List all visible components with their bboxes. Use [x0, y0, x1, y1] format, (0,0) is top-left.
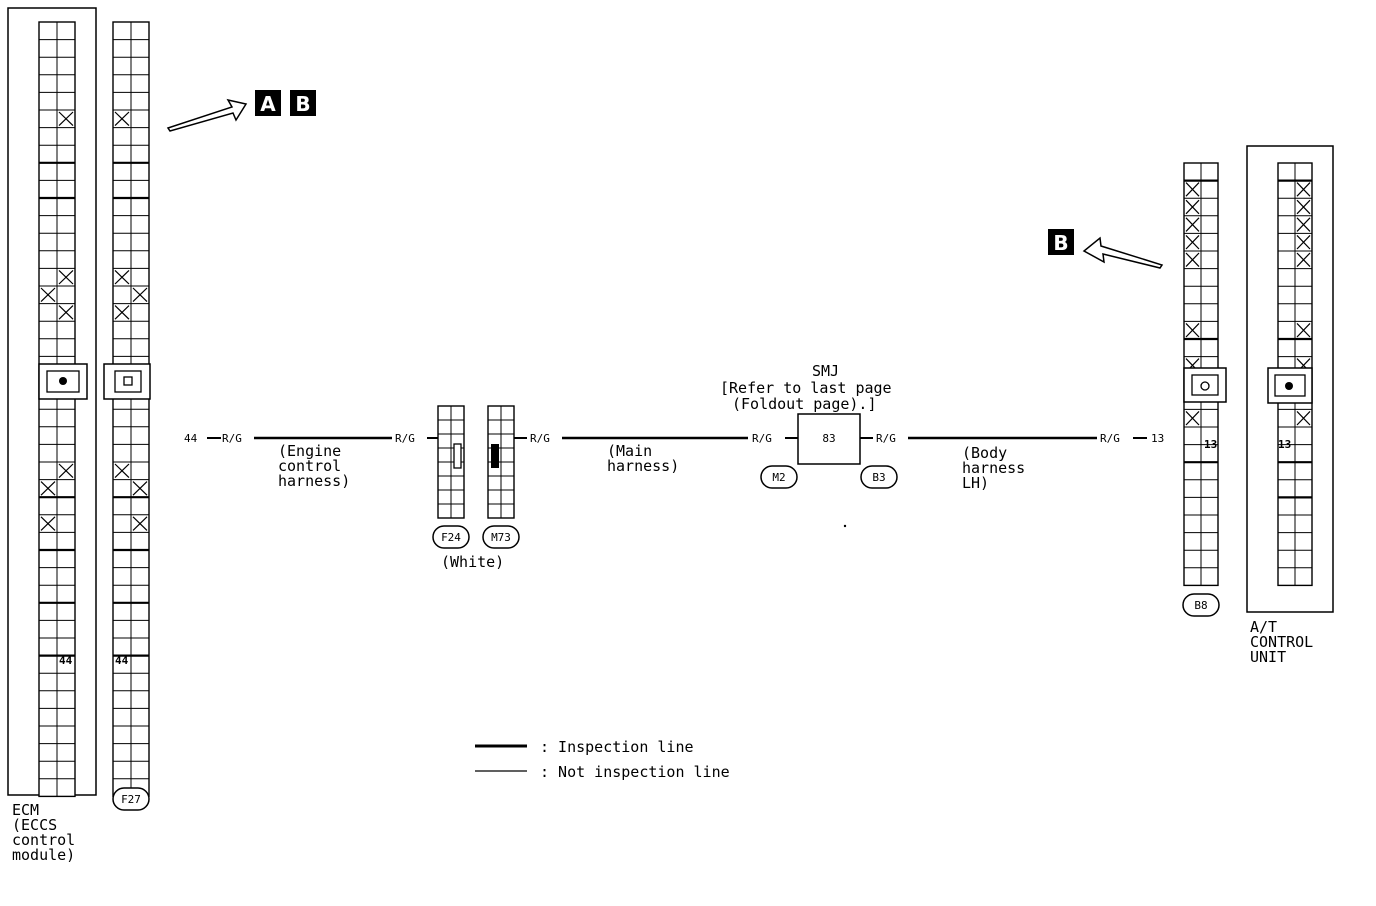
white-label: (White): [441, 553, 504, 571]
badge-a: A: [255, 90, 281, 116]
smj-note-line1: [Refer to last page: [720, 379, 892, 397]
ecm-lock-icon: [38, 363, 88, 400]
legend: : Inspection line : Not inspection line: [475, 738, 730, 781]
main-harness-label: (Main harness): [607, 442, 679, 475]
smj-title: SMJ: [812, 362, 839, 380]
svg-text:B3: B3: [872, 471, 885, 484]
ecm-pin-44-label: 44: [59, 654, 73, 667]
smj-junction-box: [797, 413, 861, 465]
svg-text:B: B: [1053, 231, 1068, 255]
legend-not-inspection-label: : Not inspection line: [540, 763, 730, 781]
smj-note-line2: (Foldout page).]: [732, 395, 877, 413]
b8-connector-tag: B8: [1182, 593, 1220, 617]
atcu-lock-icon: [1267, 367, 1313, 404]
atcu-enclosure: [1246, 145, 1334, 613]
smj-pin-83: 83: [822, 432, 835, 445]
wire-color-label: R/G: [1100, 432, 1120, 445]
f24-terminal-icon: [453, 443, 462, 469]
svg-text:B8: B8: [1194, 599, 1207, 612]
atcu-pin-13-label: 13: [1278, 438, 1291, 451]
f27-lock-icon: [103, 363, 151, 400]
f27-connector-tag: F27: [112, 787, 150, 811]
reference-arrow-b-icon: [1082, 236, 1164, 269]
wire-color-label: R/G: [395, 432, 415, 445]
b3-connector-tag: B3: [860, 465, 898, 489]
wire-pin-13: 13: [1151, 432, 1164, 445]
svg-text:M73: M73: [491, 531, 511, 544]
m73-terminal-icon: [491, 444, 499, 468]
b8-pin-13-label: 13: [1204, 438, 1217, 451]
f27-connector-strip: [112, 21, 150, 798]
wire-color-label: R/G: [876, 432, 896, 445]
badge-b-top: B: [290, 90, 316, 116]
b8-lock-icon: [1183, 367, 1227, 403]
svg-text:B: B: [295, 92, 310, 116]
ecm-label: ECM (ECCS control module): [12, 801, 84, 864]
wire-color-label: R/G: [752, 432, 772, 445]
m73-connector-tag: M73: [482, 525, 520, 549]
engine-harness-label: (Engine control harness): [278, 442, 350, 490]
f24-connector-tag: F24: [432, 525, 470, 549]
m2-connector-tag: M2: [760, 465, 798, 489]
body-harness-label: (Body harness LH): [962, 444, 1034, 492]
wire-color-label: R/G: [222, 432, 242, 445]
svg-text:M2: M2: [772, 471, 785, 484]
wire-pin-44: 44: [184, 432, 198, 445]
ecm-connector-strip: [38, 21, 76, 798]
badge-b-right: B: [1048, 229, 1074, 255]
atcu-label: A/T CONTROL UNIT: [1250, 618, 1322, 666]
svg-text:F24: F24: [441, 531, 461, 544]
reference-arrow-ab-icon: [166, 98, 248, 132]
wire-color-label: R/G: [530, 432, 550, 445]
legend-inspection-label: : Inspection line: [540, 738, 694, 756]
stray-dot: [843, 524, 847, 528]
svg-text:A: A: [260, 92, 276, 116]
svg-text:F27: F27: [121, 793, 141, 806]
f27-pin-44-label: 44: [115, 654, 129, 667]
